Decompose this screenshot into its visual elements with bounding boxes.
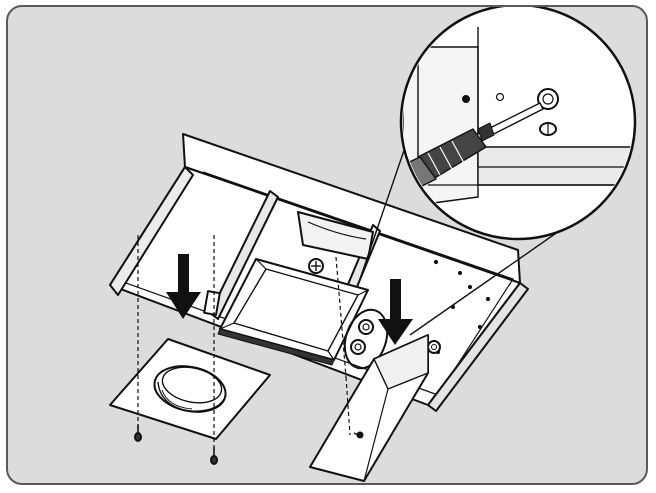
illustration-frame <box>6 5 648 485</box>
detail-inset <box>399 7 637 241</box>
alignment-lines <box>137 235 351 452</box>
side-knockout <box>427 340 441 354</box>
screw-right <box>210 447 218 465</box>
knockout-ellipse <box>343 308 389 370</box>
motor-housing <box>297 211 374 260</box>
fan-opening <box>217 258 369 366</box>
installation-diagram <box>109 7 637 482</box>
arrow-cover-insert <box>378 279 413 345</box>
duct-damper-plate <box>109 338 271 440</box>
terminal-cover-plate <box>309 334 429 482</box>
arrow-damper-insert <box>166 254 201 319</box>
screw-top-center <box>308 258 324 274</box>
screw-left <box>134 425 142 442</box>
